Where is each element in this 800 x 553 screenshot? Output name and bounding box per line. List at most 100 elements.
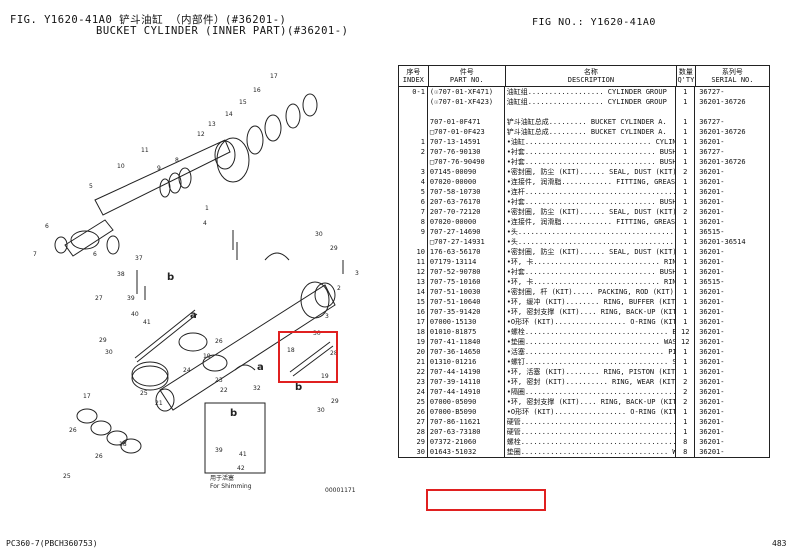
row-quantity: 1 [676,407,696,417]
row-quantity: 2 [676,387,696,397]
row-description: 垫圈................................... WA… [506,447,677,457]
row-quantity: 1 [676,157,696,167]
row-index: 28 [399,427,428,437]
row-index: 8 [399,217,428,227]
table-row: □707-27-14931•头.........................… [399,237,769,247]
row-serial: 36201- [699,378,725,386]
row-part-no: □707-27-14931 [428,237,505,247]
inset-label-en: For Shimming [210,483,252,490]
row-part-no: 707-75-10160 [428,277,505,287]
svg-text:6: 6 [93,251,97,258]
row-serial: 36515- [699,228,725,236]
row-quantity: 1 [676,427,696,437]
row-description: 油缸组.................. CYLINDER GROUP [505,87,677,97]
row-part-no: 07020-00000 [428,177,505,187]
row-description: •衬套............................... BUSHI… [506,157,677,167]
row-serial: 36201- [699,438,725,446]
row-description: •螺钉.................................. SC… [506,357,677,367]
svg-text:27: 27 [95,295,103,302]
row-part-no: 707-41-11840 [428,337,505,347]
row-description: 油缸组.................. CYLINDER GROUP [505,97,677,107]
row-part-no: 207-70-72120 [428,207,505,217]
row-index: 20 [399,347,428,357]
col-part-en: PART NO. [449,76,484,84]
row-serial: 36201- [699,188,725,196]
row-description: •连杆.................................... … [506,187,677,197]
svg-text:26: 26 [69,427,77,434]
svg-text:23: 23 [215,377,223,384]
svg-text:40: 40 [131,311,139,318]
row-index: 5 [399,187,428,197]
row-quantity: 1 [676,307,696,317]
row-part-no: 707-51-10030 [428,287,505,297]
svg-text:17: 17 [270,73,278,80]
row-serial: 36201- [699,268,725,276]
row-serial: 36201- [699,388,725,396]
col-qty-zh: 数量 [678,68,693,76]
row-index: 7 [399,207,428,217]
row-part-no: 07000-05090 [428,397,505,407]
row-description: •头..................................... … [506,237,677,247]
col-desc-zh: 名称 [583,68,598,76]
row-description: •衬套............................... BUSHI… [506,147,677,157]
row-part-no: 707-44-14190 [428,367,505,377]
row-index: 26 [399,407,428,417]
svg-text:29: 29 [331,398,339,405]
row-index: 9 [399,227,428,237]
row-description: •密封圈, 防尘 (KIT)...... SEAL, DUST (KIT) [506,167,677,177]
table-row [399,107,769,117]
row-serial: 36201- [699,448,725,456]
col-serial-zh: 系列号 [721,68,743,76]
row-serial: 36201- [699,328,725,336]
row-description: •O形环 (KIT)................. O-RING (KIT) [506,317,677,327]
row-part-no: 207-63-73180 [428,427,505,437]
col-part-zh: 件号 [459,68,474,76]
row-quantity: 1 [676,347,696,357]
row-index: 11 [399,257,428,267]
row-description: •活塞................................. PIS… [506,347,677,357]
page-number: 483 [772,539,787,548]
row-quantity: 1 [676,367,696,377]
row-part-no: (☉707-01-XF423) [428,97,505,107]
row-description: •密封圈, 杆 (KIT)..... PACKING, ROD (KIT) [505,287,677,297]
row-part-no: 07000-15130 [428,317,505,327]
row-description: •衬套............................... BUSHI… [506,267,677,277]
svg-text:5: 5 [89,183,93,190]
row-index: 13 [399,277,428,287]
svg-text:7: 7 [33,251,37,258]
row-part-no: □707-01-0F423 [428,127,505,137]
row-serial: 36201- [699,318,725,326]
svg-text:21: 21 [155,400,163,407]
row-serial: 36201- [699,368,725,376]
svg-text:30: 30 [315,231,323,238]
row-index: 21 [399,357,428,367]
col-index-en: INDEX [402,76,424,84]
svg-text:b: b [295,382,302,393]
row-index: 22 [399,367,428,377]
row-quantity: 1 [676,317,696,327]
diagram-highlight [278,331,338,383]
inset-label-zh: 用于活塞 [210,474,234,482]
row-quantity: 1 [676,247,696,257]
row-description: 铲斗油缸总成......... BUCKET CYLINDER A. [505,127,677,137]
row-description: •连接件, 润滑脂............ FITTING, GREASE [506,177,677,187]
svg-text:15: 15 [239,99,247,106]
row-description: •环, 卡.............................. RING… [506,257,677,267]
row-serial: 36201- [699,298,725,306]
row-serial: 36201- [699,178,725,186]
row-part-no: 707-44-14910 [428,387,505,397]
